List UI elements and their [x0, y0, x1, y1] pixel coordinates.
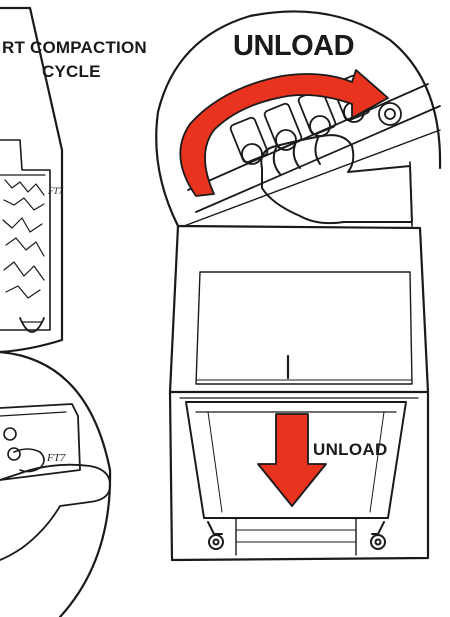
compactor-unit — [170, 226, 428, 560]
control-panel-circle — [0, 352, 110, 617]
down-arrow-icon — [258, 414, 326, 506]
start-compaction-label-line1: RT COMPACTION — [2, 38, 147, 58]
unload-heading: UNLOAD — [233, 30, 354, 63]
start-compaction-panel — [0, 8, 62, 352]
control-panel-mark: FT7 — [47, 452, 65, 464]
start-compaction-label-line2: CYCLE — [42, 62, 101, 82]
curved-arrow-icon — [180, 70, 388, 196]
bin-wheels — [208, 522, 385, 549]
unload-label: UNLOAD — [313, 440, 388, 460]
chute-mark: FT7 — [48, 186, 63, 196]
